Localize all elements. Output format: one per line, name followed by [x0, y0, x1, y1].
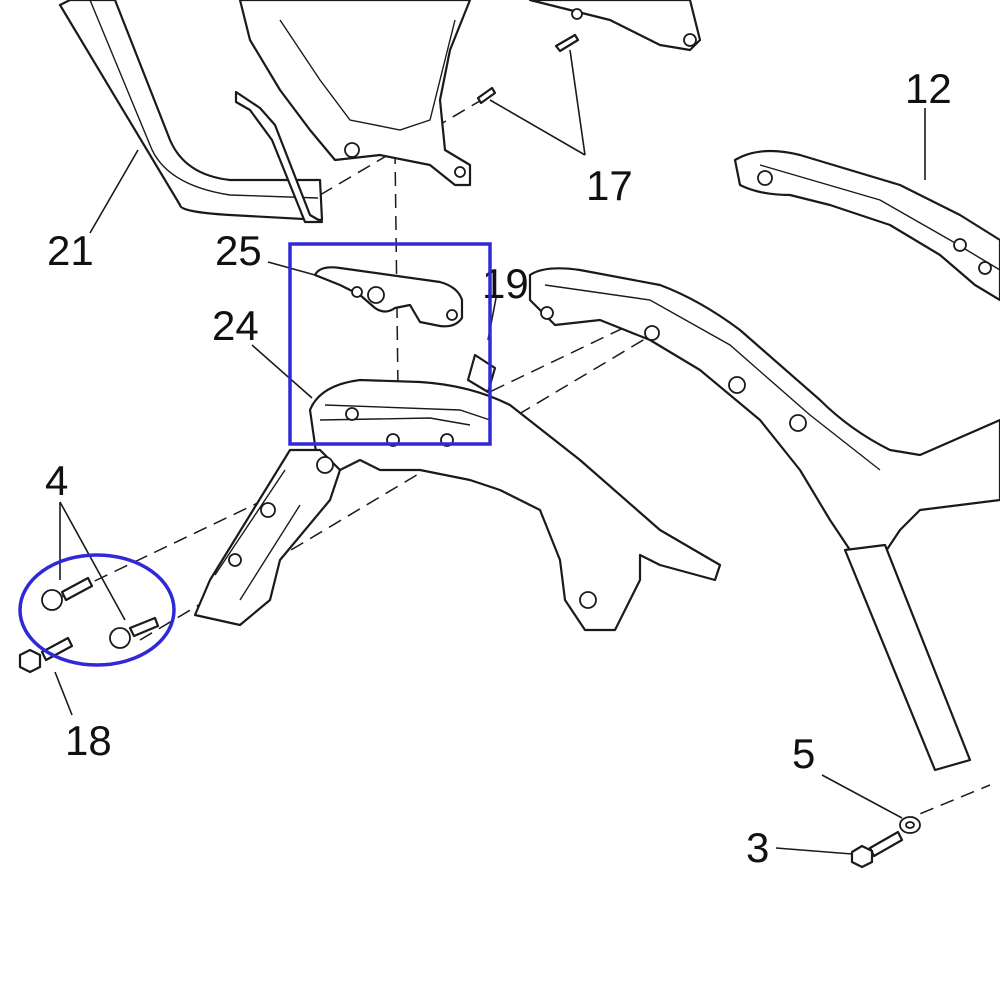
leader-lines — [54, 49, 926, 855]
callout-18: 18 — [65, 717, 112, 764]
part-3-bolt — [850, 830, 904, 869]
part-4-screws — [41, 576, 160, 649]
highlight-rectangle — [288, 242, 492, 446]
part-5-washer — [899, 816, 921, 834]
callout-12: 12 — [905, 65, 952, 112]
part-17-bolts — [476, 33, 580, 105]
callout-5: 5 — [792, 730, 815, 777]
upper-frame-bracket — [238, 0, 702, 187]
callout-3: 3 — [746, 824, 769, 871]
part-25-bracket-plate — [313, 266, 464, 328]
part-21-side-rail — [58, 0, 324, 224]
callout-4: 4 — [45, 457, 68, 504]
callout-24: 24 — [212, 302, 259, 349]
part-24-fender-support — [193, 378, 722, 632]
callout-21: 21 — [47, 227, 94, 274]
part-12-upper-rail — [733, 149, 1000, 302]
highlight-ellipse — [18, 553, 176, 667]
callout-25: 25 — [215, 227, 262, 274]
part-18-bolt — [18, 636, 74, 674]
callout-17: 17 — [586, 162, 633, 209]
